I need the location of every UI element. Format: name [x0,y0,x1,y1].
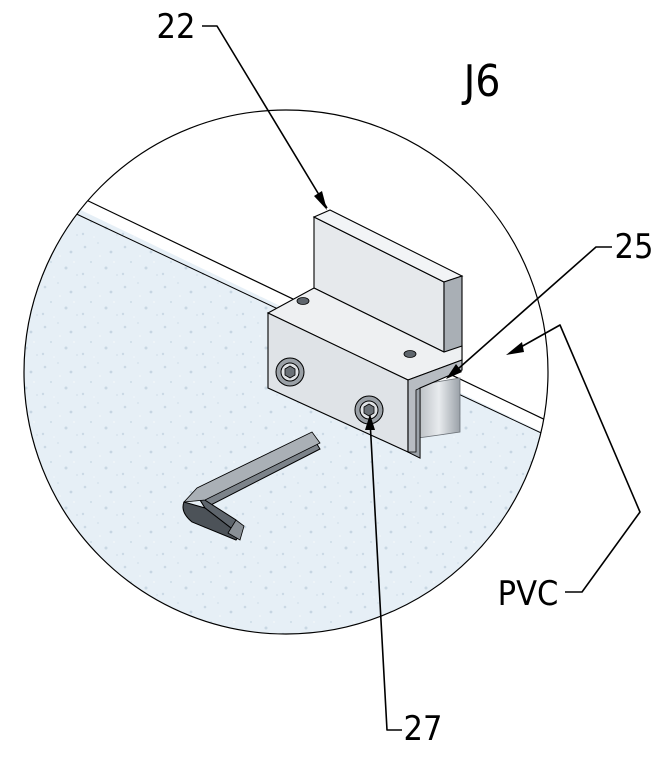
bracket-hole-right [403,350,417,358]
arrow-22 [314,191,327,210]
screw-left [275,357,305,387]
bracket-hole-left [296,297,310,305]
arrow-pvc [506,342,524,355]
leader-22 [202,25,328,209]
leader-25 [449,246,612,377]
detail-circle-outline [23,109,549,635]
arrow-25 [446,364,462,379]
screw-right [354,395,384,425]
view-label: J6 [461,56,501,107]
callout-25: 25 [615,227,654,267]
callout-27: 27 [404,709,443,749]
callout-22: 22 [157,7,196,47]
leader-pvc [511,324,641,593]
callout-pvc: PVC [498,574,559,614]
hex-key [182,431,321,541]
leader-27 [369,419,402,731]
arrow-27 [365,414,375,430]
foam-panel [24,200,548,634]
pvc-strip [417,377,461,439]
bracket-lip [407,387,421,459]
